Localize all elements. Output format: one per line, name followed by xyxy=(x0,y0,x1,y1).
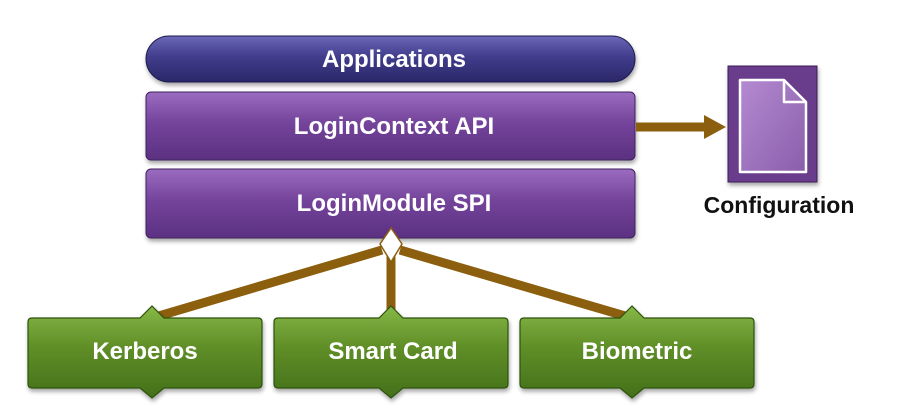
login-module-layer: LoginModule SPI xyxy=(145,168,636,239)
module-kerberos: Kerberos xyxy=(27,305,263,399)
module-smart-card-label: Smart Card xyxy=(328,338,457,365)
arrow-biometric xyxy=(398,245,634,323)
arrow-kerberos xyxy=(150,245,384,323)
module-kerberos-label: Kerberos xyxy=(92,338,197,365)
login-context-label: LoginContext API xyxy=(294,113,494,140)
module-biometric-label: Biometric xyxy=(582,338,693,365)
configuration-label: Configuration xyxy=(704,192,855,218)
login-module-label: LoginModule SPI xyxy=(297,190,492,217)
applications-label: Applications xyxy=(322,46,466,73)
plug-point-icon xyxy=(379,226,403,264)
configuration-arrow xyxy=(636,115,726,139)
login-context-layer: LoginContext API xyxy=(145,91,636,161)
configuration-document-icon xyxy=(727,65,818,183)
applications-layer: Applications xyxy=(145,35,636,83)
module-biometric: Biometric xyxy=(519,305,755,399)
module-smart-card: Smart Card xyxy=(273,305,509,399)
